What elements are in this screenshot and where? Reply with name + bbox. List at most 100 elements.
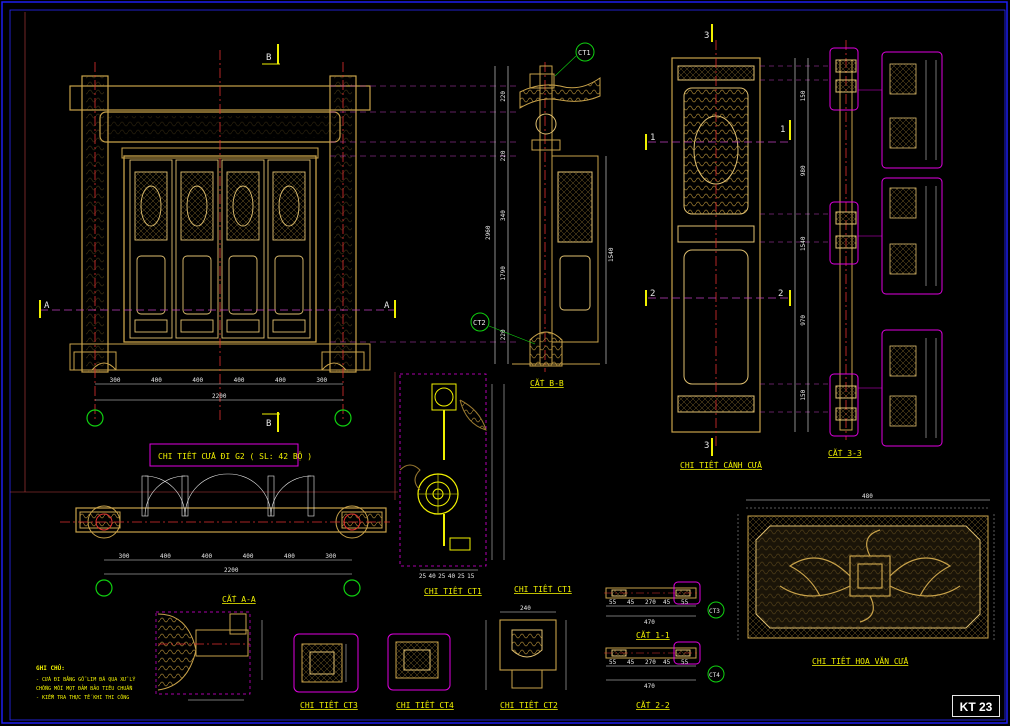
section-marker-3-top: 3	[704, 24, 713, 42]
leaf-dimensions: 150 980 1540 970 150	[800, 90, 807, 400]
section-11: CT3	[604, 581, 725, 619]
section-marker-3-bottom: 3	[704, 438, 713, 456]
leaf-height-dim: 980	[800, 165, 807, 176]
section-bb: CT1 CT2	[470, 42, 607, 372]
detail-ct1-dim: 15	[467, 573, 475, 580]
section-33-title: CẮT 3-3	[828, 447, 862, 458]
section-bb-height-dim: 220	[500, 91, 507, 102]
pattern-detail	[737, 499, 995, 640]
detail-ct2-top-dim: 240	[520, 605, 531, 612]
section-11-dim: 45	[663, 599, 671, 606]
section-marker-b-top: B	[262, 44, 280, 65]
notes-line-1: - CỬA ĐI BẰNG GỖ LIM ĐÃ QUA XỬ LÝ	[36, 675, 135, 683]
section-aa-segment-dim: 300	[325, 553, 336, 560]
sheet-number-badge: KT 23	[952, 695, 1000, 717]
section-marker-2-right: 2	[778, 289, 791, 306]
section-aa-segment-dim: 300	[119, 553, 130, 560]
leaf-height-dim: 970	[800, 315, 807, 326]
marker-3-bottom-label: 3	[704, 441, 709, 451]
section-11-title: CẮT 1-1	[636, 629, 670, 640]
detail-ct4-title: CHI TIẾT CT4	[396, 699, 454, 710]
pattern-width-dim: 480	[862, 493, 873, 500]
callout-ct4-label: CT4	[709, 672, 720, 679]
door-leaf-detail	[648, 40, 830, 448]
detail-ct1-title-a: CHI TIẾT CT1	[424, 585, 482, 596]
elevation-segment-dim: 300	[110, 377, 121, 384]
door-elevation	[40, 50, 520, 427]
callout-ct1-label: CT1	[578, 49, 591, 57]
detail-ct4	[387, 633, 451, 691]
elevation-segment-dim: 400	[192, 377, 203, 384]
section-bb-title: CẮT B-B	[530, 377, 564, 388]
callout-ct2-label: CT2	[473, 319, 486, 327]
section-bb-height-dim: 220	[500, 150, 507, 161]
section-marker-b-bottom: B	[262, 412, 280, 432]
section-aa-segment-dim: 400	[243, 553, 254, 560]
marker-a-left-label: A	[44, 301, 50, 311]
section-22: CT4	[604, 641, 725, 683]
section-33	[829, 40, 943, 447]
marker-2-left-label: 2	[650, 289, 655, 299]
leaf-height-dim: 150	[800, 90, 807, 101]
section-22-dim: 55	[609, 659, 617, 666]
elevation-segment-dim: 400	[151, 377, 162, 384]
section-marker-a-right: A	[384, 300, 396, 318]
section-aa-segment-dim: 400	[201, 553, 212, 560]
detail-ct2	[485, 611, 567, 690]
marker-b-top-label: B	[266, 53, 271, 63]
section-aa-segment-dim: 400	[160, 553, 171, 560]
door-leaves	[129, 159, 311, 339]
aa-axis-bubble-right	[343, 579, 361, 597]
axis-bubble-right	[334, 409, 352, 427]
section-aa-segment-dim: 400	[284, 553, 295, 560]
detail-ct1-dim: 25	[419, 573, 427, 580]
elevation-title-box: CHI TIẾT CỬA ĐI G2 ( SL: 42 BỘ )	[149, 443, 312, 467]
detail-ct3-title: CHI TIẾT CT3	[300, 699, 358, 710]
leaf-height-dim: 150	[800, 389, 807, 400]
leaf-height-dim: 1540	[800, 236, 807, 251]
marker-1-right-label: 1	[780, 125, 785, 135]
section-aa	[60, 473, 390, 597]
detail-ct3-plan	[155, 611, 263, 701]
elevation-segment-dim: 300	[316, 377, 327, 384]
section-11-dim: 45	[627, 599, 635, 606]
section-marker-1-left: 1	[645, 133, 655, 150]
leaf-detail-title: CHI TIẾT CÁNH CỬA	[680, 459, 762, 470]
section-22-total: 470	[644, 683, 655, 690]
section-marker-a-left: A	[39, 300, 50, 318]
section-marker-1-right: 1	[780, 120, 791, 140]
marker-3-top-label: 3	[704, 31, 709, 41]
section-bb-height-dim: 1790	[500, 266, 507, 281]
marker-b-bottom-label: B	[266, 419, 271, 429]
detail-ct3	[293, 633, 359, 693]
section-22-title: CẮT 2-2	[636, 699, 670, 710]
pattern-detail-title: CHI TIẾT HOA VĂN CỬA	[812, 655, 909, 666]
elevation-total-dim: 2200	[212, 393, 227, 400]
axis-bubble-left	[86, 409, 104, 427]
section-11-dim: 270	[645, 599, 656, 606]
detail-ct1-title-b: CHI TIẾT CT1	[514, 583, 572, 594]
notes-heading: GHI CHÚ:	[36, 665, 65, 672]
marker-a-right-label: A	[384, 301, 390, 311]
notes: GHI CHÚ: - CỬA ĐI BẰNG GỖ LIM ĐÃ QUA XỬ …	[36, 665, 135, 701]
detail-ct1-elevation	[399, 373, 505, 571]
elevation-segment-dim: 400	[275, 377, 286, 384]
section-bb-height-dim: 220	[500, 329, 507, 340]
section-11-total: 470	[644, 619, 655, 626]
marker-2-right-label: 2	[778, 289, 783, 299]
detail-ct2-title: CHI TIẾT CT2	[500, 699, 558, 710]
notes-line-2: CHỐNG MỐI MỌT ĐẢM BẢO TIÊU CHUẨN	[36, 684, 132, 692]
elevation-title: CHI TIẾT CỬA ĐI G2 ( SL: 42 BỘ )	[158, 450, 312, 461]
section-aa-total: 2200	[224, 567, 239, 574]
section-11-dim: 55	[681, 599, 689, 606]
detail-ct1-dim: 40	[448, 573, 456, 580]
aa-axis-bubble-left	[95, 579, 113, 597]
detail-ct1-dim: 25	[458, 573, 466, 580]
marker-1-left-label: 1	[650, 133, 655, 143]
